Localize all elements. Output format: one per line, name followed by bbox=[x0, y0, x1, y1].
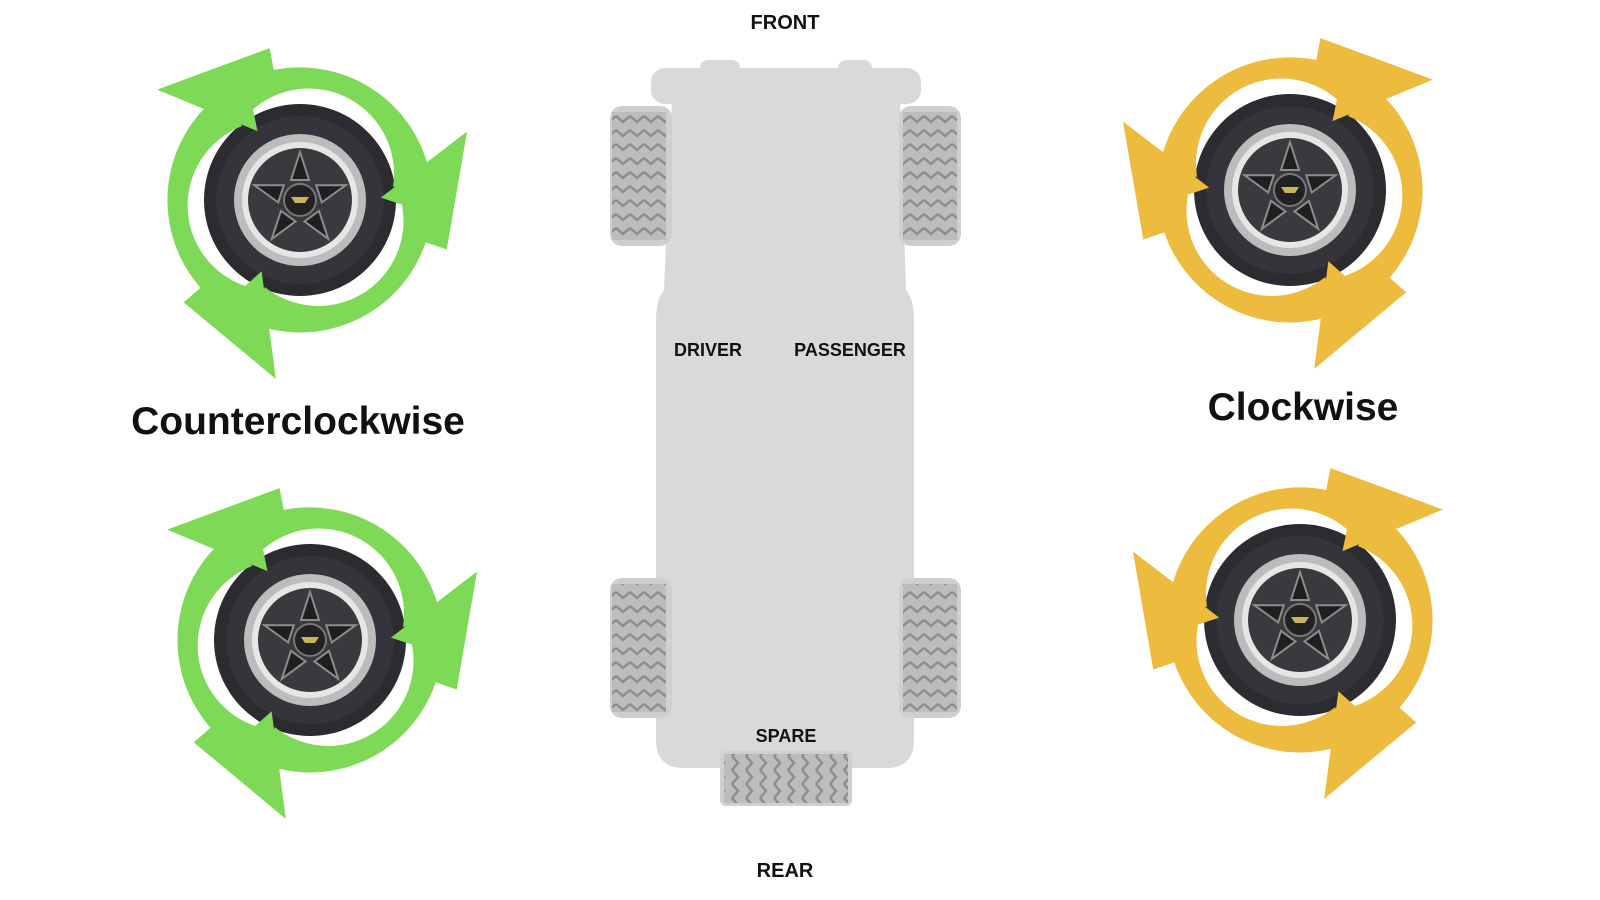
spare-label: SPARE bbox=[755, 726, 817, 746]
tire-front-passenger bbox=[899, 106, 961, 246]
front-label: FRONT bbox=[750, 12, 820, 34]
vehicle-body bbox=[651, 60, 921, 768]
tire-rear-driver bbox=[610, 578, 672, 718]
clockwise-wheel-icon bbox=[1061, 390, 1459, 811]
clockwise-wheel-icon bbox=[1051, 0, 1449, 381]
tire-spare bbox=[720, 751, 852, 806]
rear-label: REAR bbox=[756, 860, 814, 882]
counterclockwise-wheel-icon bbox=[151, 410, 549, 831]
tire-rear-passenger bbox=[899, 578, 961, 718]
driver-label: DRIVER bbox=[673, 340, 743, 360]
passenger-label: PASSENGER bbox=[794, 340, 906, 360]
counterclockwise-wheel-icon bbox=[141, 0, 539, 391]
clockwise-label: Clockwise bbox=[1207, 386, 1399, 429]
tire-front-driver bbox=[610, 106, 672, 246]
counterclockwise-label: Counterclockwise bbox=[131, 400, 465, 443]
